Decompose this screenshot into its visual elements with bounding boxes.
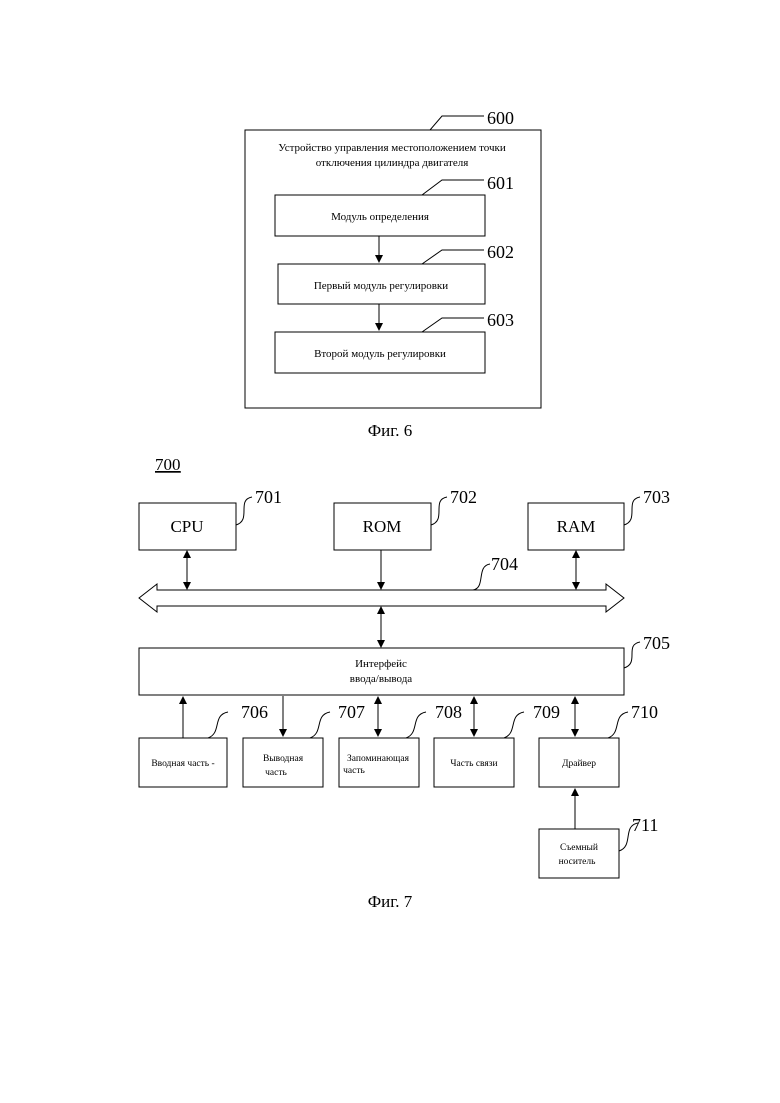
module-602-label: Первый модуль регулировки bbox=[314, 280, 448, 292]
ref-709: 709 bbox=[533, 702, 560, 722]
ref-708: 708 bbox=[435, 702, 462, 722]
ref-leader-705 bbox=[624, 642, 640, 668]
ref-711: 711 bbox=[632, 815, 658, 835]
ref-705: 705 bbox=[643, 633, 670, 653]
rom-label: ROM bbox=[363, 517, 402, 536]
ref-leader-708 bbox=[406, 712, 426, 738]
storage-part-label-line2: часть bbox=[343, 766, 365, 776]
driver-label: Драйвер bbox=[562, 758, 596, 769]
ref-leader-709 bbox=[504, 712, 524, 738]
ref-leader-600 bbox=[430, 116, 484, 130]
storage-part-label-line1: Запоминающая bbox=[347, 754, 410, 764]
comm-part-label: Часть связи bbox=[450, 759, 497, 769]
ref-710: 710 bbox=[631, 702, 658, 722]
figure-6: 600 Устройство управления местоположение… bbox=[245, 108, 541, 440]
ref-701: 701 bbox=[255, 487, 282, 507]
ref-704: 704 bbox=[491, 554, 518, 574]
output-part-label-line1: Выводная bbox=[263, 754, 304, 764]
ref-706: 706 bbox=[241, 702, 268, 722]
ref-leader-701 bbox=[236, 497, 252, 525]
io-label-line2: ввода/вывода bbox=[350, 673, 413, 685]
ref-707: 707 bbox=[338, 702, 365, 722]
ref-leader-710 bbox=[608, 712, 628, 738]
device-title-line2: отключения цилиндра двигателя bbox=[316, 157, 469, 169]
caption-fig-6: Фиг. 6 bbox=[368, 421, 413, 440]
ref-leader-704 bbox=[473, 564, 490, 590]
figure-7: 700 CPU 701 ROM 702 RAM 703 704 Интерфей… bbox=[139, 455, 670, 911]
ref-leader-703 bbox=[624, 497, 640, 525]
ref-600: 600 bbox=[487, 108, 514, 128]
ram-label: RAM bbox=[557, 517, 596, 536]
input-part-label: Вводная часть - bbox=[151, 759, 214, 769]
ref-703: 703 bbox=[643, 487, 670, 507]
module-603-label: Второй модуль регулировки bbox=[314, 348, 446, 360]
ref-601: 601 bbox=[487, 173, 514, 193]
ref-leader-707 bbox=[310, 712, 330, 738]
ref-603: 603 bbox=[487, 310, 514, 330]
ref-702: 702 bbox=[450, 487, 477, 507]
io-label-line1: Интерфейс bbox=[355, 658, 407, 670]
caption-fig-7: Фиг. 7 bbox=[368, 892, 413, 911]
module-601-label: Модуль определения bbox=[331, 211, 429, 223]
ref-leader-706 bbox=[208, 712, 228, 738]
removable-media-label-line2: носитель bbox=[559, 857, 596, 867]
removable-media-box bbox=[539, 829, 619, 878]
ref-602: 602 bbox=[487, 242, 514, 262]
cpu-label: CPU bbox=[170, 517, 203, 536]
io-interface-box bbox=[139, 648, 624, 695]
device-title-line1: Устройство управления местоположением то… bbox=[278, 142, 506, 154]
output-part-label-line2: часть bbox=[265, 768, 287, 778]
ref-700: 700 bbox=[155, 455, 181, 474]
ref-leader-702 bbox=[431, 497, 447, 525]
removable-media-label-line1: Съемный bbox=[560, 842, 598, 853]
